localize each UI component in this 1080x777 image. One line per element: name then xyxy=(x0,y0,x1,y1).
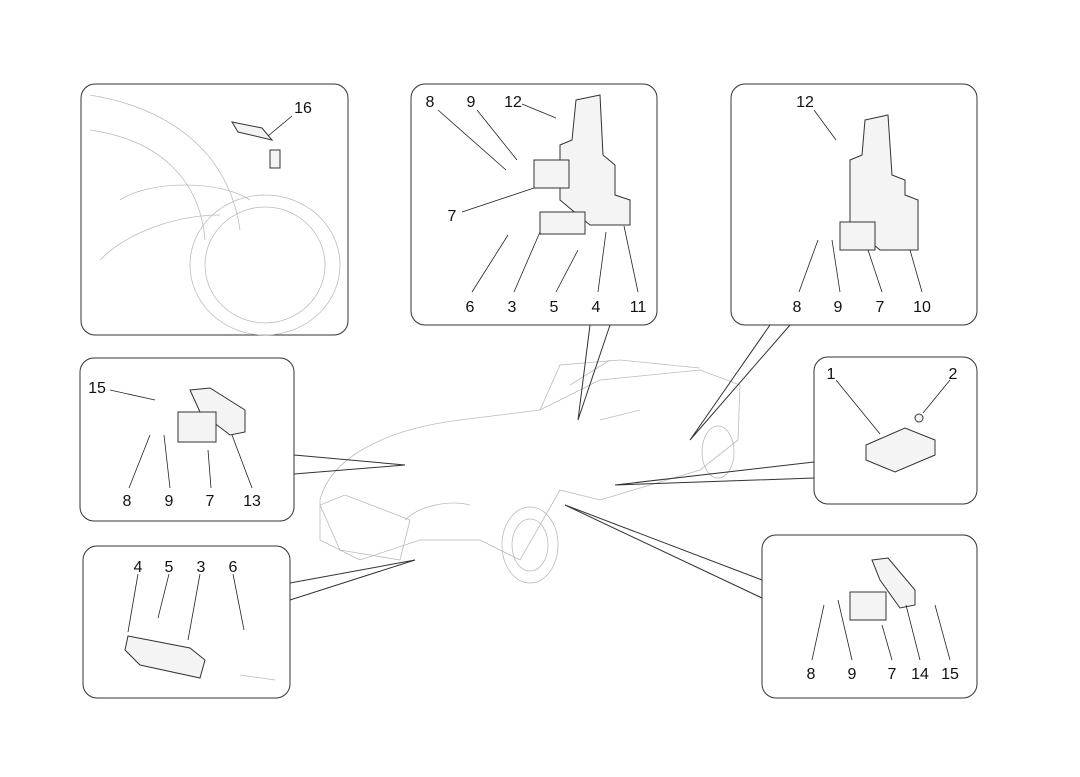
sensor-valve-part xyxy=(230,121,274,141)
callout-front-bracket xyxy=(577,324,611,421)
callout-number: 8 xyxy=(426,94,435,111)
panel-wheel-sensor: 16 xyxy=(80,83,349,336)
callout-number: 13 xyxy=(243,493,261,510)
callout-number: 7 xyxy=(876,299,885,316)
wheel-illustration xyxy=(89,94,341,336)
callout-number: 5 xyxy=(165,559,174,576)
control-unit-part xyxy=(865,427,936,473)
nut-part xyxy=(914,413,924,423)
callout-rear-bracket xyxy=(689,324,791,441)
module-part xyxy=(533,159,570,189)
module-part xyxy=(177,411,217,443)
callout-number: 6 xyxy=(466,299,475,316)
callout-bumper-sensor xyxy=(289,559,416,601)
callout-number: 8 xyxy=(793,299,802,316)
car-illustration xyxy=(319,359,741,584)
callout-number: 7 xyxy=(206,493,215,510)
callout-number: 3 xyxy=(197,559,206,576)
callout-number: 12 xyxy=(796,94,814,111)
callout-number: 2 xyxy=(949,366,958,383)
callout-control-unit xyxy=(614,461,815,486)
callout-number: 4 xyxy=(592,299,601,316)
callout-number: 10 xyxy=(913,299,931,316)
panel-left-module: 15 8 9 7 13 xyxy=(79,357,295,522)
callout-number: 4 xyxy=(134,559,143,576)
callout-number: 8 xyxy=(807,666,816,683)
module-part xyxy=(839,221,876,251)
callout-number: 16 xyxy=(294,100,312,117)
callout-right-module xyxy=(564,504,763,599)
callout-number: 3 xyxy=(508,299,517,316)
panel-rear-bracket: 12 8 9 7 10 xyxy=(730,83,978,326)
sensor-part xyxy=(539,211,586,235)
bracket-part xyxy=(871,557,916,609)
callout-number: 12 xyxy=(504,94,522,111)
callout-number: 9 xyxy=(848,666,857,683)
panel-right-module: 8 9 7 14 15 xyxy=(761,534,978,699)
callout-number: 9 xyxy=(834,299,843,316)
callout-number: 15 xyxy=(88,380,106,397)
callout-left-module xyxy=(293,454,406,475)
panel-bumper-sensor: 4 5 3 6 xyxy=(82,545,291,699)
callout-number: 7 xyxy=(448,208,457,225)
panel-control-unit: 1 2 xyxy=(813,356,978,505)
valve-stem-part xyxy=(269,149,281,169)
callout-number: 9 xyxy=(165,493,174,510)
panel-front-bracket: 8 9 12 7 6 3 5 4 11 xyxy=(410,83,658,326)
callout-number: 11 xyxy=(630,299,647,316)
callout-number: 6 xyxy=(229,559,238,576)
callout-number: 15 xyxy=(941,666,959,683)
callout-number: 8 xyxy=(123,493,132,510)
callout-number: 5 xyxy=(550,299,559,316)
bracket-part xyxy=(849,114,919,251)
sensor-part xyxy=(124,635,206,679)
bracket-part xyxy=(559,94,631,226)
callout-number: 7 xyxy=(888,666,897,683)
module-part xyxy=(849,591,887,621)
callout-number: 1 xyxy=(827,366,836,383)
callout-number: 14 xyxy=(911,666,929,683)
callout-number: 9 xyxy=(467,94,476,111)
